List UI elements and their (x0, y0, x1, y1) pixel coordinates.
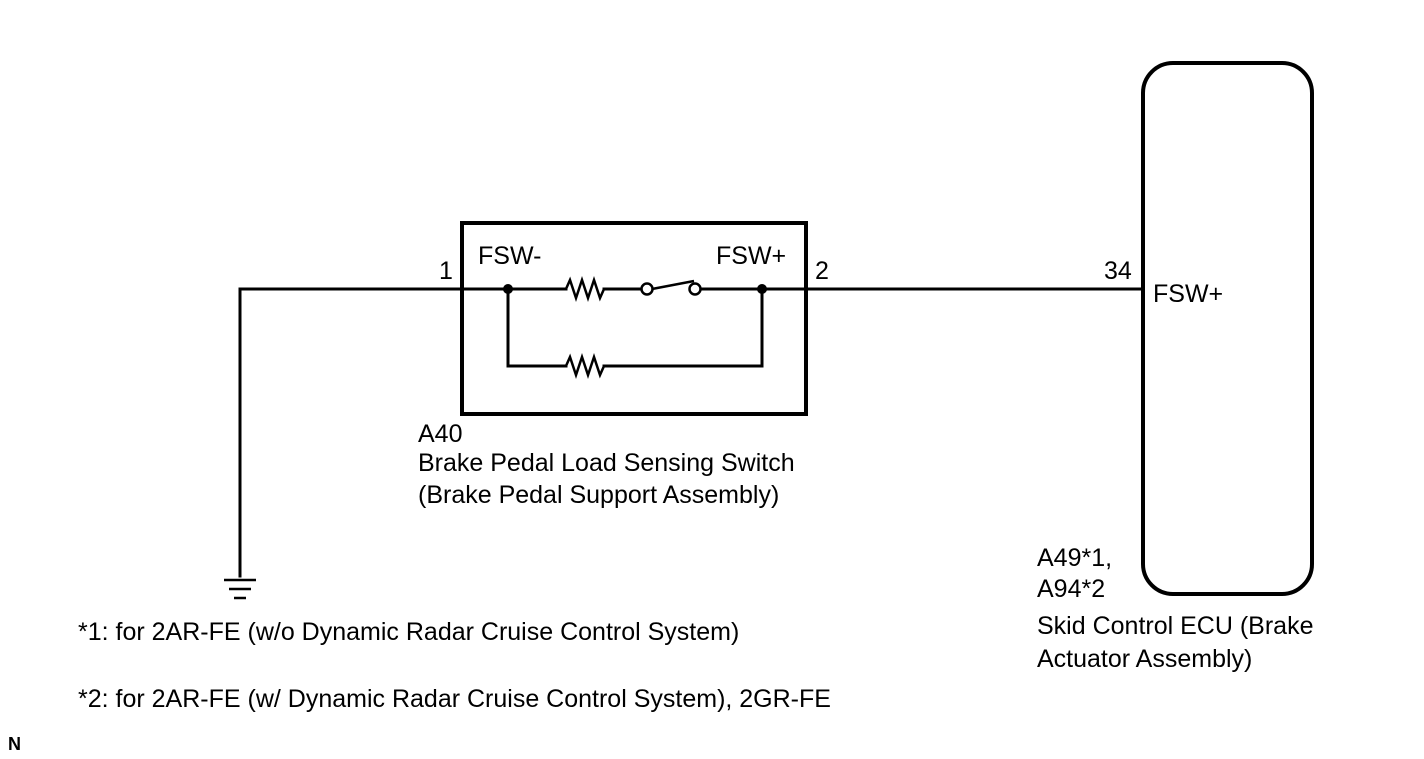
switch-name-line2: (Brake Pedal Support Assembly) (418, 481, 779, 509)
ecu-component-box (1141, 61, 1314, 596)
switch-name-line1: Brake Pedal Load Sensing Switch (418, 449, 795, 477)
junction-dot-icon (757, 284, 767, 294)
switch-component-box (460, 221, 808, 416)
switch-contact-right (688, 282, 702, 296)
ground-wire (238, 287, 464, 578)
resistor-icon (564, 276, 606, 302)
terminal-fsw-neg-label: FSW- (478, 242, 541, 270)
ecu-connector-id-line2: A94*2 (1037, 575, 1105, 603)
switch-icon (651, 279, 695, 291)
pin-34-label: 34 (1104, 257, 1132, 285)
ecu-name-line1: Skid Control ECU (Brake (1037, 612, 1313, 640)
ecu-name-line2: Actuator Assembly) (1037, 645, 1252, 673)
footnote-1: *1: for 2AR-FE (w/o Dynamic Radar Cruise… (78, 618, 739, 646)
junction-dot-icon (503, 284, 513, 294)
switch-internal-circuit (460, 276, 808, 379)
ecu-connector-id-line1: A49*1, (1037, 544, 1112, 572)
resistor-icon (564, 353, 606, 379)
footnote-2: *2: for 2AR-FE (w/ Dynamic Radar Cruise … (78, 685, 831, 713)
switch-connector-id: A40 (418, 420, 462, 448)
ground-symbol-icon (224, 578, 256, 600)
ecu-terminal-fsw-pos-label: FSW+ (1153, 280, 1223, 308)
terminal-fsw-pos-label: FSW+ (716, 242, 786, 270)
pin-1-label: 1 (439, 257, 453, 285)
pin-2-label: 2 (815, 257, 829, 285)
switch-contact-left (640, 282, 654, 296)
corner-mark: N (8, 734, 21, 754)
